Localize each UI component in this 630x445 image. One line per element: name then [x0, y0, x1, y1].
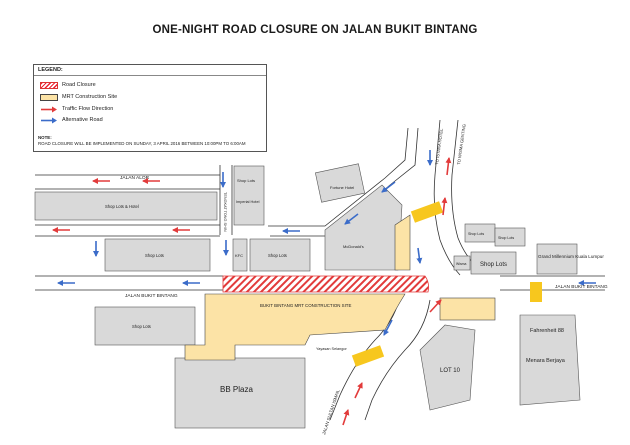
label-wisma: Wisma [456, 262, 466, 266]
label-mcdonalds: McDonald's [343, 244, 364, 249]
label-lot10: LOT 10 [440, 368, 461, 374]
label-shop-lots-left: Shop Lots [132, 324, 151, 329]
label-shop-lots-right-b: Shop Lots [498, 236, 514, 240]
label-yayasan: Yayasan Selangor [316, 347, 347, 351]
buildings [34, 163, 581, 429]
hatch-swatch [40, 81, 58, 89]
legend-box: LEGEND: Road Closure MRT Construction Si… [33, 64, 267, 152]
label-kfc: KFC [235, 253, 243, 258]
legend-heading: LEGEND: [38, 67, 63, 73]
legend-label: MRT Construction Site [62, 94, 118, 100]
label-jalan-bukit-bintang-right: JALAN BUKIT BINTANG [555, 284, 608, 290]
building-fortune-hotel [315, 163, 365, 203]
building-grand-millennium [536, 243, 578, 275]
alternative-road-arrows [57, 150, 596, 336]
blue-arrow-icon [41, 117, 57, 123]
building-shop-lots-right-b [494, 227, 526, 247]
label-shop-lots-right-a: Shop Lots [468, 232, 484, 236]
building-shop-lots-hotel [34, 191, 218, 221]
building-kfc [232, 238, 248, 272]
note-heading: NOTE: [38, 135, 52, 140]
mrt-construction-site [184, 214, 496, 361]
pedestrian-crossings [351, 201, 542, 367]
label-fahrenheit: Fahrenheit 88 [530, 328, 564, 334]
label-grand-millennium-text: Grand Millennium Kuala Lumpur [538, 254, 604, 259]
building-shop-lots-kfc [249, 238, 311, 272]
building-shop-lots-left [94, 306, 196, 346]
traffic-flow-arrows [52, 157, 452, 426]
label-to-wisma-genting: TO WISMA GENTING [456, 124, 467, 165]
legend-item-traffic-flow: Traffic Flow Direction [40, 105, 113, 113]
label-tengkat-tong-shin: TENGKAT TONG SHIN [223, 192, 227, 232]
note-text: ROAD CLOSURE WILL BE IMPLEMENTED ON SUND… [38, 141, 246, 146]
label-mrt-site: BUKIT BINTANG MRT CONSTRUCTION SITE [260, 303, 351, 308]
building-lot10 [419, 324, 476, 411]
label-jalan-alor: JALAN ALOR [120, 175, 150, 181]
label-jalan-sultan-ismail: JALAN SULTAN ISMAIL [321, 388, 341, 435]
site-swatch [40, 93, 58, 101]
road-closure-area [222, 275, 429, 293]
label-imperial-hotel: Imperial Hotel [236, 200, 260, 204]
legend-label: Road Closure [62, 82, 96, 88]
label-bb-plaza: BB Plaza [220, 385, 253, 394]
page-title: ONE-NIGHT ROAD CLOSURE ON JALAN BUKIT BI… [152, 24, 478, 36]
legend-note: NOTE: ROAD CLOSURE WILL BE IMPLEMENTED O… [38, 135, 245, 147]
label-jalan-bukit-bintang-left: JALAN BUKIT BINTANG [125, 293, 178, 299]
legend-label: Traffic Flow Direction [62, 106, 114, 112]
building-shop-lots-right-c [470, 251, 517, 275]
legend-label: Alternative Road [62, 117, 103, 123]
label-fortune-hotel: Fortune Hotel [330, 185, 354, 190]
label-grand-millennium: Grand Millennium Kuala Lumpur [538, 254, 604, 259]
red-arrow-icon [41, 106, 57, 112]
label-shop-lots-kfc: Shop Lots [268, 253, 287, 258]
label-to-istana-hotel: TO ISTANA HOTEL [434, 128, 444, 166]
legend-item-alternative-road: Alternative Road [40, 116, 103, 124]
label-shop-lots-mid: Shop Lots [145, 253, 164, 258]
legend-divider [34, 75, 266, 76]
legend-item-road-closure: Road Closure [40, 81, 96, 89]
label-menara: Menara Berjaya [526, 358, 566, 364]
label-shop-lots-right-c: Shop Lots [480, 262, 507, 268]
building-fahrenheit [519, 314, 581, 406]
legend-item-mrt-site: MRT Construction Site [40, 93, 117, 101]
building-shop-lots-mid [104, 238, 211, 272]
building-wisma [453, 255, 471, 271]
building-shop-lots-upper [233, 165, 265, 226]
label-shop-lots-hotel: Shop Lots & Hotel [105, 204, 139, 209]
label-shop-lots-upper: Shop Lots [237, 178, 255, 183]
building-bb-plaza [174, 357, 306, 429]
